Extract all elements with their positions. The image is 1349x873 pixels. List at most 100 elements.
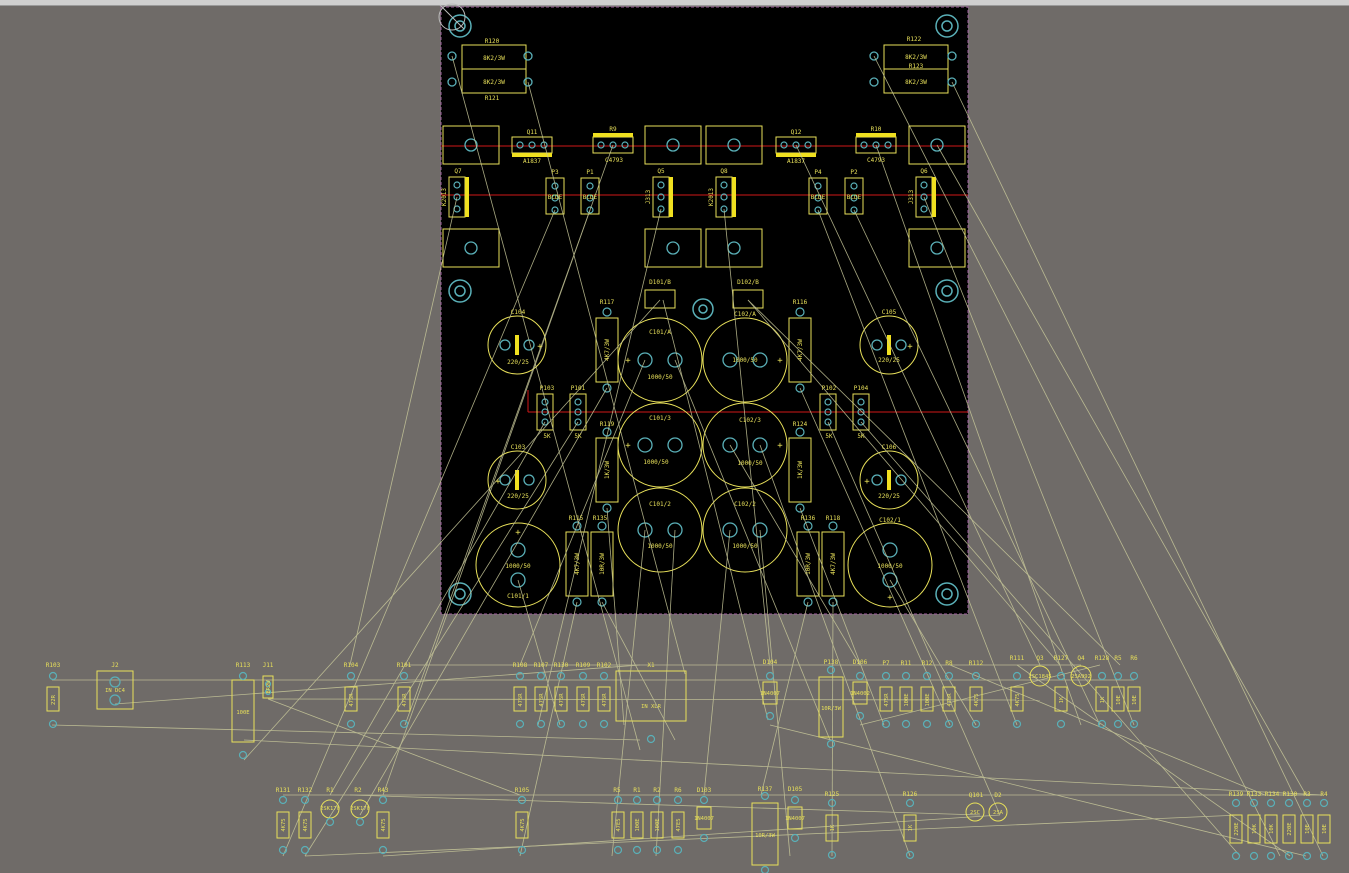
value-r118: 4K7/3W xyxy=(830,553,837,575)
board-resistor-pads xyxy=(572,307,838,607)
value-c101d: 1000/50 xyxy=(643,459,669,466)
row2-pads xyxy=(278,791,1329,873)
label-c101a: C101/A xyxy=(649,329,671,336)
svg-text:+: + xyxy=(864,477,870,487)
value-q3: 2SC1845 xyxy=(1028,674,1051,680)
row2-part-outlines[interactable] xyxy=(276,799,1331,866)
row2-labels: R131 R132 R1 R2 R43 R105 R5 R1 R2 R6 D10… xyxy=(276,786,1328,799)
svg-text:+: + xyxy=(777,441,783,451)
label-r130: R130 xyxy=(554,662,569,669)
row1-values: 22R IN DC4 100E BR2W 475R 475R 475R 475R… xyxy=(51,674,1138,716)
value-j11: BR2W xyxy=(266,680,272,694)
label-r135: R135 xyxy=(593,515,608,522)
value-r3: 10E xyxy=(1305,824,1311,834)
window-top-edge xyxy=(0,0,1349,6)
label-r134: R134 xyxy=(1265,791,1280,798)
value-x1: IN XLR xyxy=(641,704,662,710)
value-r103: 22R xyxy=(51,694,57,705)
value-r108: 475R xyxy=(518,693,524,707)
label-r112: R112 xyxy=(969,660,984,667)
label-p7: P7 xyxy=(882,660,890,667)
label-q4: Q4 xyxy=(1077,655,1085,662)
svg-text:+: + xyxy=(907,342,913,352)
mounting-holes xyxy=(448,14,959,606)
label-q12: Q12 xyxy=(791,129,802,136)
bias-trimmers[interactable] xyxy=(536,393,870,431)
label-c104: C104 xyxy=(511,309,526,316)
row1-pads xyxy=(48,665,1139,760)
value-r1: 2SK170 xyxy=(320,806,340,812)
label-r127: R127 xyxy=(1054,655,1069,662)
label-p102: P102 xyxy=(822,385,837,392)
value-r137: 10R/3W xyxy=(755,833,776,839)
label-r4: R4 xyxy=(1320,791,1328,798)
value-d2: 2SA xyxy=(993,810,1004,816)
value-q6: J313 xyxy=(908,189,915,204)
label-c101c: C101/1 xyxy=(507,593,529,600)
label-c101b: C101/2 xyxy=(649,501,671,508)
label-r133: R133 xyxy=(1247,791,1262,798)
value-r131: 4K75 xyxy=(281,818,287,831)
trimmers-top[interactable] xyxy=(545,177,864,215)
label-r102: R102 xyxy=(597,662,612,669)
label-r115: R115 xyxy=(569,515,584,522)
value-r107: 475R xyxy=(539,693,545,707)
silkscreen-labels: R120 8K2/3W 8K2/3W R121 R122 8K2/3W R123… xyxy=(454,36,928,600)
label-r109: R109 xyxy=(576,662,591,669)
label-p3: P3 xyxy=(551,169,559,176)
label-r136: R136 xyxy=(801,515,816,522)
polarity-marks: ++ ++ ++ ++ ++ xyxy=(495,342,913,603)
value-r104: 475R xyxy=(349,693,355,707)
value-r119: 1K/3W xyxy=(604,461,611,479)
value-d105: 1N4007 xyxy=(785,816,805,822)
value-r10: C4793 xyxy=(867,157,885,164)
label-r132: R132 xyxy=(298,787,313,794)
pcb-board-outline[interactable] xyxy=(440,6,969,615)
value-q7: K2013 xyxy=(441,188,448,206)
value-r8: 475R xyxy=(947,693,953,707)
capacitor-polarity-bars xyxy=(515,335,891,490)
label-x1: X1 xyxy=(647,662,655,669)
board-power-resistors[interactable] xyxy=(565,317,845,597)
label-r3: R3 xyxy=(1303,791,1311,798)
capacitor-pads xyxy=(499,339,907,588)
label-r1b: R1 xyxy=(633,787,641,794)
label-r107: R107 xyxy=(534,662,549,669)
value-p138: 10R/3W xyxy=(821,706,842,712)
label-r103: R103 xyxy=(46,662,61,669)
heatsink-outlines xyxy=(442,125,966,268)
value-r115: 4K7/3W xyxy=(574,553,581,575)
value-r122: 8K2/3W xyxy=(905,54,927,61)
label-r43: R43 xyxy=(378,787,389,794)
svg-text:+: + xyxy=(625,441,631,451)
label-p103: P103 xyxy=(540,385,555,392)
power-resistors-top[interactable] xyxy=(461,44,949,94)
label-r1: R1 xyxy=(326,787,334,794)
label-r105: R105 xyxy=(515,787,530,794)
value-r125: 1K xyxy=(830,824,836,831)
value-c102b: 1000/50 xyxy=(732,543,758,550)
value-r109: 475R xyxy=(581,693,587,707)
value-r12: 100E xyxy=(925,693,931,706)
label-j2: J2 xyxy=(111,662,119,669)
value-r128: 1K xyxy=(1100,696,1106,703)
label-r111: R111 xyxy=(1010,655,1025,662)
value-r2: 2SK170 xyxy=(350,806,370,812)
label-r116: R116 xyxy=(793,299,808,306)
label-r118: R118 xyxy=(826,515,841,522)
value-r43: 4K75 xyxy=(381,818,387,831)
svg-text:+: + xyxy=(777,356,783,366)
value-q8: K2013 xyxy=(708,188,715,206)
filter-capacitors[interactable] xyxy=(475,315,933,608)
label-d101: D101/B xyxy=(649,279,671,286)
value-q4: 2SA992 xyxy=(1071,674,1091,680)
label-r2b: R2 xyxy=(653,787,661,794)
row1-part-outlines[interactable] xyxy=(46,665,1141,743)
svg-text:+: + xyxy=(537,342,543,352)
value-p104: 5K xyxy=(857,433,865,440)
value-j2: IN DC4 xyxy=(105,688,126,694)
value-r5: 10E xyxy=(1116,695,1122,705)
label-r104: R104 xyxy=(344,662,359,669)
